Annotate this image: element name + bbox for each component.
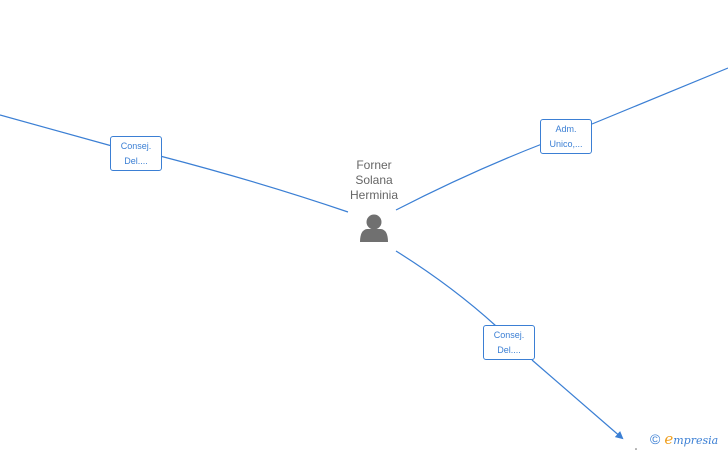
edge-left [0,114,349,213]
role-label-line-2: Unico,... [549,139,583,149]
small-dot [635,448,637,450]
brand-initial: e [664,430,674,448]
edge-upper-right [395,67,728,211]
empresia-watermark: ©empresia [650,430,718,448]
role-label-line-1: Consej. [493,330,525,340]
copyright-icon: © [650,431,661,447]
person-name-label[interactable]: Forner Solana Herminia [324,158,424,203]
role-label-line-2: Del.... [497,345,521,355]
person-name-line-1: Forner [356,158,392,172]
person-name-line-2: Solana [355,173,393,187]
edge-lower-right [395,250,497,327]
person-icon[interactable] [360,214,388,243]
role-label-line-1: Adm. [555,124,577,134]
role-box-consej-del-left[interactable]: Consej. Del.... [110,136,162,171]
role-box-consej-del-bottom[interactable]: Consej. Del.... [483,325,535,360]
brand-name: mpresia [673,434,719,447]
edge-lower-right-arrow [531,359,624,440]
role-label-line-2: Del.... [124,156,148,166]
role-box-adm-unico[interactable]: Adm. Unico,... [540,119,592,154]
role-label-line-1: Consej. [120,141,152,151]
person-name-line-3: Herminia [349,188,398,202]
